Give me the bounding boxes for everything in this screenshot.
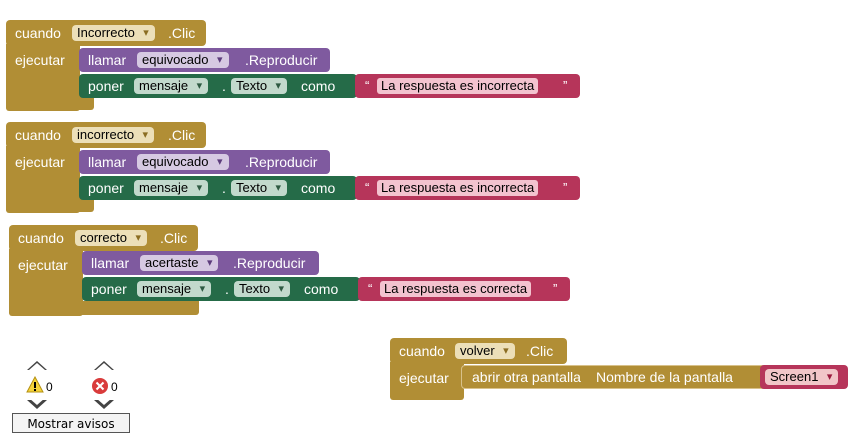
text-block[interactable]: “ La respuesta es incorrecta ” — [355, 74, 580, 98]
to-label: como — [304, 281, 339, 297]
text-block[interactable]: “ La respuesta es correcta ” — [358, 277, 570, 301]
call-block[interactable]: llamar equivocado .Reproducir — [79, 150, 330, 174]
set-label: poner — [88, 180, 124, 196]
set-block[interactable]: poner mensaje . Texto como — [79, 176, 357, 200]
do-label: ejecutar — [18, 257, 68, 273]
property-dropdown[interactable]: Texto — [231, 78, 288, 94]
text-field[interactable]: La respuesta es correcta — [380, 281, 532, 297]
target-dropdown[interactable]: mensaje — [134, 180, 209, 196]
warning-prev-arrow-icon[interactable] — [27, 361, 47, 370]
screen-dropdown[interactable]: Screen1 — [765, 369, 839, 385]
component-dropdown[interactable]: volver — [455, 343, 515, 359]
screen-name-label: Nombre de la pantalla — [596, 369, 733, 385]
call-label: llamar — [88, 52, 127, 68]
screen-text-block[interactable]: Screen1 — [760, 365, 848, 389]
play-label: .Reproducir — [233, 255, 306, 271]
property-dropdown[interactable]: Texto — [234, 281, 291, 297]
when-label: cuando — [399, 343, 445, 359]
call-block[interactable]: llamar acertaste .Reproducir — [82, 251, 319, 275]
target-dropdown[interactable]: mensaje — [137, 281, 212, 297]
component-dropdown[interactable]: Incorrecto — [72, 25, 155, 41]
error-icon — [92, 378, 108, 394]
quote-close-label: ” — [563, 78, 568, 93]
warning-next-arrow-icon[interactable] — [27, 398, 47, 409]
click-label: .Clic — [168, 127, 196, 143]
to-label: como — [301, 180, 336, 196]
do-label: ejecutar — [15, 154, 65, 170]
play-label: .Reproducir — [245, 52, 318, 68]
dot-label: . — [222, 78, 226, 94]
set-block[interactable]: poner mensaje . Texto como — [79, 74, 357, 98]
open-screen-label: abrir otra pantalla — [472, 369, 581, 385]
warning-count: 0 — [46, 380, 53, 394]
dot-label: . — [222, 180, 226, 196]
error-prev-arrow-icon[interactable] — [94, 361, 114, 370]
sound-dropdown[interactable]: equivocado — [137, 52, 229, 68]
when-label: cuando — [15, 25, 61, 41]
sound-dropdown[interactable]: equivocado — [137, 154, 229, 170]
warning-icon — [26, 376, 44, 393]
property-dropdown[interactable]: Texto — [231, 180, 288, 196]
click-label: .Clic — [160, 230, 188, 246]
to-label: como — [301, 78, 336, 94]
open-screen-block[interactable]: abrir otra pantalla Nombre de la pantall… — [461, 365, 766, 389]
set-label: poner — [91, 281, 127, 297]
error-count: 0 — [111, 380, 118, 394]
quote-open-label: “ — [368, 281, 373, 296]
quote-close-label: ” — [563, 180, 568, 195]
call-label: llamar — [88, 154, 127, 170]
do-label: ejecutar — [399, 370, 449, 386]
target-dropdown[interactable]: mensaje — [134, 78, 209, 94]
text-field[interactable]: La respuesta es incorrecta — [377, 78, 539, 94]
click-label: .Clic — [168, 25, 196, 41]
set-label: poner — [88, 78, 124, 94]
play-label: .Reproducir — [245, 154, 318, 170]
sound-dropdown[interactable]: acertaste — [140, 255, 219, 271]
component-dropdown[interactable]: incorrecto — [72, 127, 155, 143]
click-label: .Clic — [526, 343, 554, 359]
text-block[interactable]: “ La respuesta es incorrecta ” — [355, 176, 580, 200]
error-next-arrow-icon[interactable] — [94, 398, 114, 409]
set-block[interactable]: poner mensaje . Texto como — [82, 277, 360, 301]
quote-open-label: “ — [365, 78, 370, 93]
quote-open-label: “ — [365, 180, 370, 195]
when-label: cuando — [18, 230, 64, 246]
call-block[interactable]: llamar equivocado .Reproducir — [79, 48, 330, 72]
text-field[interactable]: La respuesta es incorrecta — [377, 180, 539, 196]
component-dropdown[interactable]: correcto — [75, 230, 147, 246]
call-label: llamar — [91, 255, 130, 271]
dot-label: . — [225, 281, 229, 297]
when-label: cuando — [15, 127, 61, 143]
show-warnings-button[interactable]: Mostrar avisos — [12, 413, 130, 433]
quote-close-label: ” — [553, 281, 558, 296]
do-label: ejecutar — [15, 52, 65, 68]
